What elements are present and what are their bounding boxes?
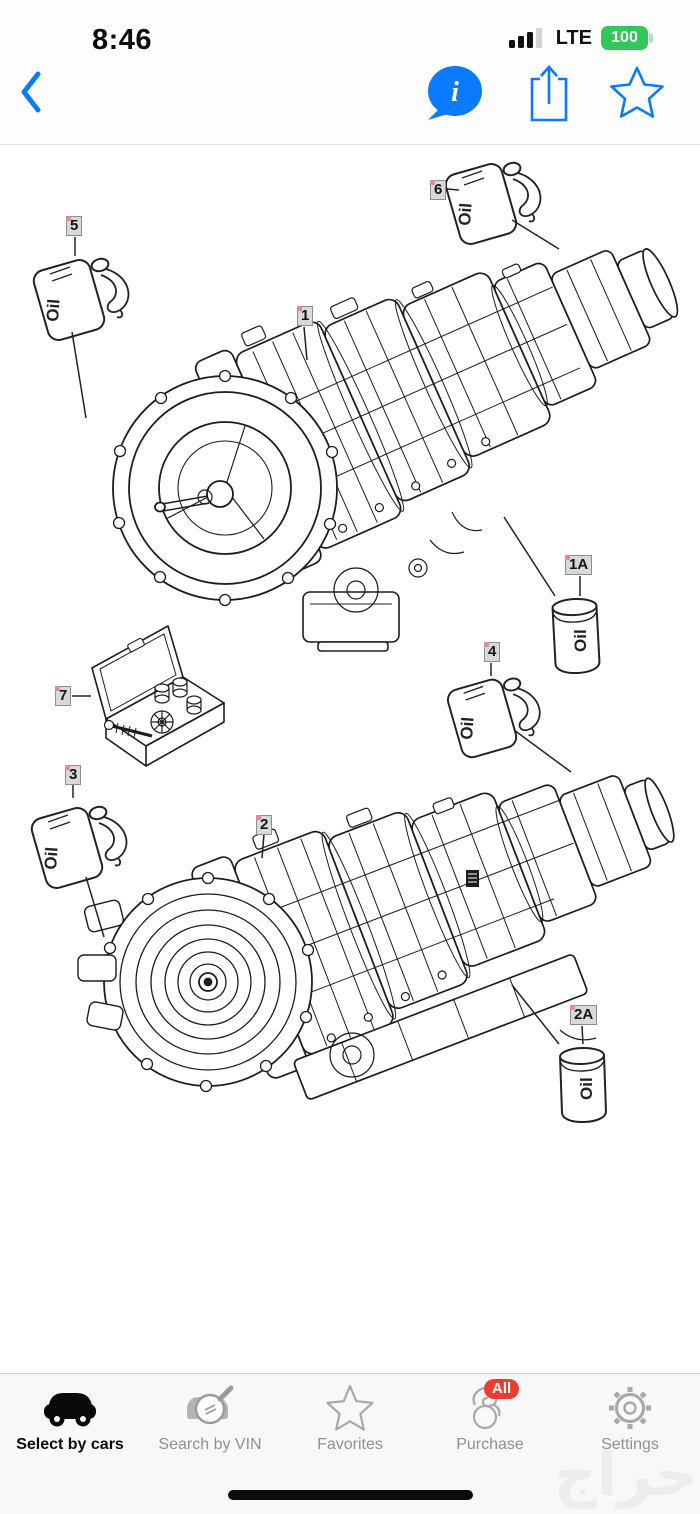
part-label-2[interactable]: 2 — [256, 815, 273, 835]
status-bar: 8:46 LTE 100 — [0, 0, 700, 64]
part-label-5[interactable]: 5 — [66, 216, 83, 236]
info-bubble-button[interactable]: i — [428, 66, 482, 120]
car-search-icon — [187, 1385, 234, 1425]
toolkit-7-drawing — [91, 625, 225, 767]
tab-search-by-vin[interactable]: Search by VIN — [140, 1374, 280, 1514]
part-label-4[interactable]: 4 — [484, 642, 501, 662]
oil-text-bottle-4: Oil — [457, 716, 478, 740]
share-button[interactable] — [530, 65, 568, 122]
gear-icon — [609, 1387, 651, 1429]
part-label-7[interactable]: 7 — [55, 686, 72, 706]
favorite-star-button[interactable] — [610, 66, 664, 118]
svg-text:i: i — [451, 77, 459, 108]
oil-text-can-1a: Oil — [571, 629, 590, 652]
battery-percent: 100 — [611, 29, 638, 46]
signal-strength-icon — [508, 28, 542, 48]
oil-text-bottle-3: Oil — [41, 846, 62, 870]
tab-label-purchase: Purchase — [456, 1436, 524, 1453]
tab-label-search-by-vin: Search by VIN — [158, 1436, 262, 1453]
home-indicator[interactable] — [228, 1490, 473, 1500]
tab-label-favorites: Favorites — [317, 1436, 383, 1453]
navigation-bar: i — [0, 64, 700, 145]
part-label-1a[interactable]: 1A — [565, 555, 593, 575]
back-button[interactable] — [21, 71, 41, 113]
part-label-1[interactable]: 1 — [297, 306, 314, 326]
tab-label-select-by-cars: Select by cars — [16, 1436, 124, 1453]
part-label-6[interactable]: 6 — [430, 180, 447, 200]
tab-label-settings: Settings — [601, 1436, 659, 1453]
car-icon — [44, 1393, 96, 1427]
oil-text-bottle-5: Oil — [43, 298, 64, 322]
tab-settings[interactable]: Settings — [560, 1374, 700, 1514]
haraj-watermark: حراج — [553, 1440, 698, 1510]
tab-favorites[interactable]: Favorites — [280, 1374, 420, 1514]
leader-lines — [71, 188, 584, 1045]
battery-indicator: 100 — [601, 26, 653, 50]
network-type-label: LTE — [555, 26, 592, 49]
transmission-2-drawing — [77, 775, 675, 1100]
hand-coin-icon — [472, 1386, 501, 1430]
status-time: 8:46 — [92, 24, 153, 56]
oil-text-bottle-6: Oil — [455, 202, 476, 226]
tab-purchase[interactable]: All Purchase — [420, 1374, 560, 1514]
tab-select-by-cars[interactable]: Select by cars — [0, 1374, 140, 1514]
oil-text-can-2a: Oil — [577, 1077, 596, 1100]
battery-nub — [649, 33, 653, 43]
star-icon — [326, 1384, 374, 1431]
transmission-1-drawing — [112, 248, 679, 652]
part-label-3[interactable]: 3 — [65, 765, 82, 785]
part-label-2a[interactable]: 2A — [570, 1005, 598, 1025]
purchase-all-badge: All — [484, 1379, 520, 1399]
